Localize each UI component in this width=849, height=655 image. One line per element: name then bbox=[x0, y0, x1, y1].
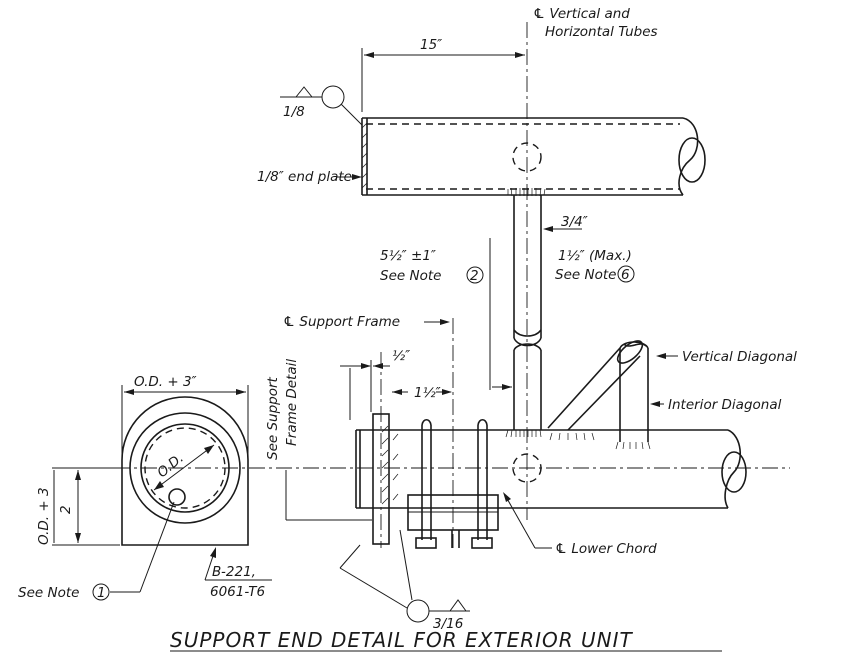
od-plus-3-over-2-denominator: 2 bbox=[58, 505, 74, 514]
end-view-bracket bbox=[121, 396, 249, 546]
dimension-three-quarter: 3/4″ 1½″ (Max.) See Note 6 bbox=[543, 214, 635, 283]
see-support-frame-detail: See Support Frame Detail bbox=[265, 359, 372, 521]
dim-one-half-max-label: 1½″ (Max.) bbox=[558, 248, 632, 264]
od-plus-3-over-2-numerator: O.D. + 3 bbox=[36, 487, 52, 545]
interior-diagonal-callout: Interior Diagonal bbox=[650, 397, 782, 413]
material-label-line1: B-221, bbox=[212, 564, 256, 580]
interior-diagonal-tube bbox=[615, 341, 651, 450]
dimension-five-half: 5½″ ±1″ See Note 2 bbox=[380, 238, 512, 390]
upper-horizontal-tube bbox=[361, 117, 706, 196]
interior-diagonal-label: Interior Diagonal bbox=[668, 397, 782, 413]
dim-one-half-label: 1½″ bbox=[414, 385, 441, 401]
material-label-line2: 6061-T6 bbox=[210, 584, 265, 600]
see-note-1-callout: See Note 1 bbox=[18, 501, 175, 601]
cl-vertical-label-line2: Horizontal Tubes bbox=[545, 24, 658, 40]
dimension-od-plus-3-over-2: O.D. + 3 2 bbox=[36, 467, 120, 546]
see-note-6-label: See Note bbox=[555, 267, 616, 283]
od-label: O.D. bbox=[154, 450, 187, 481]
lower-chord-tube bbox=[355, 429, 747, 509]
od-plus-3-label: O.D. + 3″ bbox=[134, 374, 197, 390]
see-support-line1: See Support bbox=[265, 376, 281, 460]
lower-chord-callout: ℄ Lower Chord bbox=[503, 492, 657, 557]
dimension-one-half: 1½″ bbox=[392, 385, 452, 401]
note-1-number: 1 bbox=[97, 585, 106, 601]
dim-five-half-label: 5½″ ±1″ bbox=[380, 248, 436, 264]
dimension-od-plus-3: O.D. + 3″ bbox=[121, 374, 249, 455]
cl-vertical-label-line1: ℄ Vertical and bbox=[533, 6, 630, 22]
dim-half-label: ½″ bbox=[392, 348, 410, 364]
end-plate-callout: 1/8″ end plate bbox=[257, 169, 362, 185]
lower-chord-label: ℄ Lower Chord bbox=[555, 541, 657, 557]
note-2-number: 2 bbox=[470, 268, 479, 284]
dimension-15: 15″ bbox=[361, 37, 525, 112]
weld-symbol-bottom: 3/16 bbox=[339, 529, 470, 632]
note-6-number: 6 bbox=[621, 267, 630, 283]
dimension-half: ½″ bbox=[340, 348, 410, 420]
weld-top-label: 1/8 bbox=[283, 104, 305, 120]
u-bolt-clamp bbox=[407, 418, 499, 549]
vertical-diagonal-tube bbox=[547, 340, 644, 441]
cl-support-frame-label: ℄ Support Frame bbox=[283, 314, 400, 330]
weld-bottom-label: 3/16 bbox=[433, 616, 463, 632]
vertical-diagonal-callout: Vertical Diagonal bbox=[656, 349, 797, 365]
see-note-2-label: See Note bbox=[380, 268, 441, 284]
see-support-line2: Frame Detail bbox=[284, 359, 300, 446]
vertical-diagonal-label: Vertical Diagonal bbox=[682, 349, 797, 365]
cl-support-frame-callout: ℄ Support Frame bbox=[283, 314, 450, 330]
support-plate bbox=[372, 413, 399, 545]
dim-15-label: 15″ bbox=[420, 37, 442, 53]
material-callout: B-221, 6061-T6 bbox=[204, 547, 272, 600]
weld-symbol-top: 1/8 bbox=[280, 85, 363, 126]
end-plate-label: 1/8″ end plate bbox=[257, 169, 352, 185]
see-note-1-label: See Note bbox=[18, 585, 79, 601]
drawing-title: SUPPORT END DETAIL FOR EXTERIOR UNIT bbox=[170, 628, 634, 652]
vertical-tube bbox=[505, 187, 546, 438]
dim-three-quarter-label: 3/4″ bbox=[561, 214, 588, 230]
